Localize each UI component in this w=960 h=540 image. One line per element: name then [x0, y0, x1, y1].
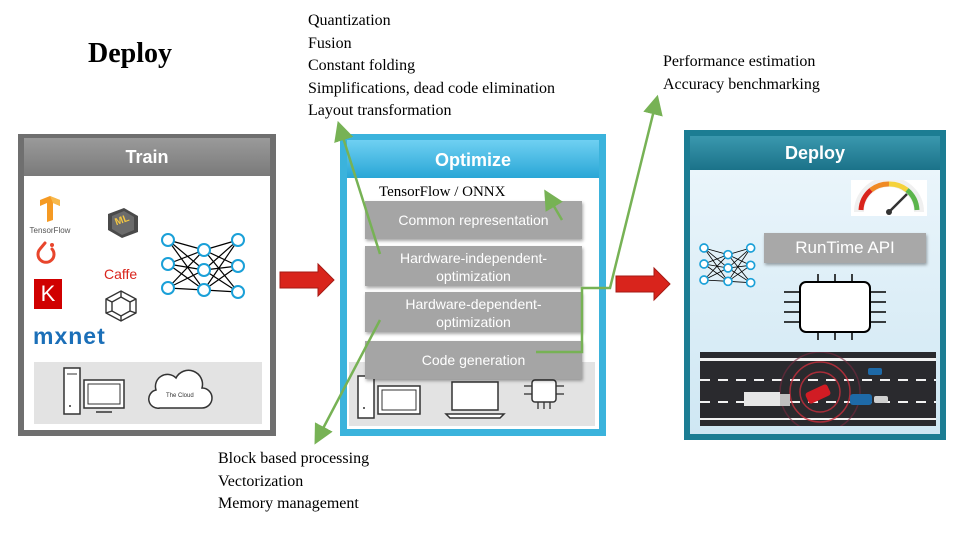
tensorflow-icon — [40, 196, 60, 222]
pytorch-icon — [36, 241, 56, 264]
step-common-representation: Common representation — [365, 201, 582, 239]
neural-network-icon — [161, 233, 245, 299]
neural-network-icon — [699, 243, 756, 288]
optimization-item: Quantization — [308, 12, 391, 29]
caffe-label: Caffe — [104, 266, 138, 282]
model-format-label: TensorFlow / ONNX — [379, 184, 506, 200]
optimization-item: Block based processing — [218, 450, 370, 467]
optimization-list-bottom: Block based processing Vectorization Mem… — [218, 448, 369, 516]
optimization-item: Fusion — [308, 34, 352, 52]
mxnet-logo: mxnet — [33, 323, 106, 349]
optimize-header: Optimize — [347, 140, 599, 178]
tensorflow-label: TensorFlow — [29, 226, 71, 235]
optimization-item: Constant folding — [308, 57, 416, 74]
cloud-icon — [148, 369, 213, 409]
deploy-header: Deploy — [690, 136, 940, 170]
train-header: Train — [24, 138, 270, 176]
optimization-item: Memory management — [218, 495, 359, 512]
page-title: Deploy — [88, 38, 172, 69]
chip-icon — [524, 379, 564, 409]
ml-chip-icon — [108, 208, 138, 238]
cloud-label: The Cloud — [166, 393, 194, 399]
step-hardware-dependent: Hardware-dependent- optimization — [365, 292, 582, 332]
red-arrow-train-to-optimize — [279, 262, 335, 298]
desktop-computer-icon — [63, 367, 125, 415]
optimization-list-top: Quantization Fusion Constant folding Sim… — [308, 10, 555, 123]
laptop-icon — [444, 381, 506, 419]
ml-logo: ML — [104, 206, 142, 240]
optimization-item: Vectorization — [218, 472, 304, 490]
processor-icon — [784, 274, 886, 340]
deploy-note: Performance estimation — [663, 53, 816, 70]
green-arrow-to-format — [544, 189, 564, 221]
deploy-notes: Performance estimation Accuracy benchmar… — [663, 51, 820, 96]
step-code-generation: Code generation — [365, 341, 582, 379]
green-arrow-to-deploy-notes — [536, 94, 663, 354]
desktop-computer-icon — [357, 375, 421, 419]
speedometer-icon — [851, 180, 927, 216]
polyhedron-icon — [105, 290, 137, 322]
green-arrow-to-top-list — [334, 120, 382, 255]
runtime-api-box: RunTime API — [764, 233, 926, 263]
step-hardware-independent: Hardware-independent- optimization — [365, 246, 582, 286]
optimization-item: Simplifications, dead code elimination — [308, 79, 556, 97]
green-arrow-to-bottom-list — [314, 319, 382, 445]
autonomous-driving-scene — [700, 352, 936, 426]
tensorflow-logo: TensorFlow — [28, 196, 72, 235]
red-arrow-optimize-to-deploy — [615, 266, 671, 302]
deploy-note: Accuracy benchmarking — [663, 75, 820, 93]
optimization-item: Layout transformation — [308, 102, 452, 119]
keras-logo: K — [34, 279, 62, 309]
